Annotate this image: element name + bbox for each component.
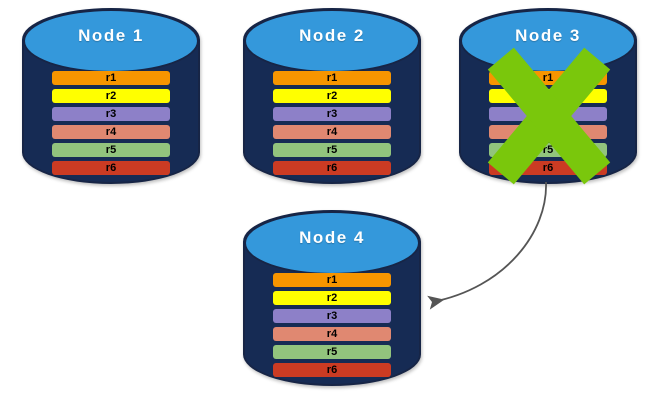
node-2-rows: r1 r2 r3 r4 r5 r6 xyxy=(273,71,391,175)
node-1-rows: r1 r2 r3 r4 r5 r6 xyxy=(52,71,170,175)
node-2-row-r2[interactable]: r2 xyxy=(273,89,391,103)
node-3-row-r2[interactable]: r2 xyxy=(489,89,607,103)
node-3-rows: r1 r2 r3 r4 r5 r6 xyxy=(489,71,607,175)
node-4-cylinder-top xyxy=(244,211,420,275)
node-4[interactable]: Node 4 r1 r2 r3 r4 r5 r6 xyxy=(243,210,421,386)
node-1-row-r6[interactable]: r6 xyxy=(52,161,170,175)
node-3-row-r1[interactable]: r1 xyxy=(489,71,607,85)
node-1-row-r4[interactable]: r4 xyxy=(52,125,170,139)
node-3-cylinder-top xyxy=(460,9,636,73)
node-1[interactable]: Node 1 r1 r2 r3 r4 r5 r6 xyxy=(22,8,200,184)
node-1-row-r5[interactable]: r5 xyxy=(52,143,170,157)
node-3-row-r5[interactable]: r5 xyxy=(489,143,607,157)
node-3-row-r4[interactable]: r4 xyxy=(489,125,607,139)
node-4-row-r3[interactable]: r3 xyxy=(273,309,391,323)
node-2[interactable]: Node 2 r1 r2 r3 r4 r5 r6 xyxy=(243,8,421,184)
node-2-row-r3[interactable]: r3 xyxy=(273,107,391,121)
node-4-row-r5[interactable]: r5 xyxy=(273,345,391,359)
node-4-row-r1[interactable]: r1 xyxy=(273,273,391,287)
arrow-path xyxy=(427,181,547,310)
node-1-row-r2[interactable]: r2 xyxy=(52,89,170,103)
node-2-row-r1[interactable]: r1 xyxy=(273,71,391,85)
node-4-row-r6[interactable]: r6 xyxy=(273,363,391,377)
node-4-row-r2[interactable]: r2 xyxy=(273,291,391,305)
node-3-row-r6[interactable]: r6 xyxy=(489,161,607,175)
node-1-row-r3[interactable]: r3 xyxy=(52,107,170,121)
node-3-row-r3[interactable]: r3 xyxy=(489,107,607,121)
node-4-rows: r1 r2 r3 r4 r5 r6 xyxy=(273,273,391,377)
node-1-row-r1[interactable]: r1 xyxy=(52,71,170,85)
node-2-row-r6[interactable]: r6 xyxy=(273,161,391,175)
node-2-row-r4[interactable]: r4 xyxy=(273,125,391,139)
node-1-cylinder-top xyxy=(23,9,199,73)
node-3[interactable]: Node 3 r1 r2 r3 r4 r5 r6 xyxy=(459,8,637,184)
node-2-cylinder-top xyxy=(244,9,420,73)
node-2-row-r5[interactable]: r5 xyxy=(273,143,391,157)
node-4-row-r4[interactable]: r4 xyxy=(273,327,391,341)
